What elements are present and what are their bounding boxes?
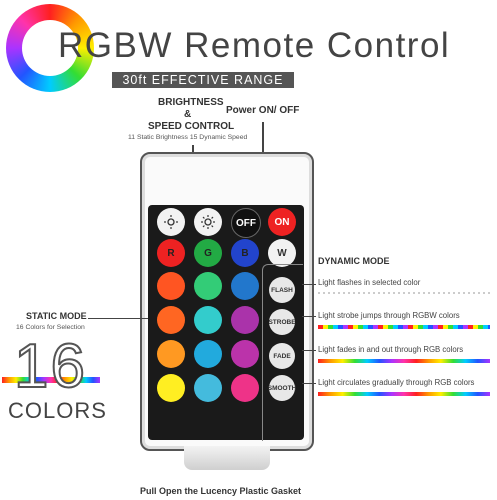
color-button[interactable] <box>231 306 259 334</box>
connector-fade <box>302 350 316 351</box>
static-connector <box>88 318 148 319</box>
color-button[interactable] <box>194 340 222 368</box>
color-button[interactable] <box>157 306 185 334</box>
dynamic-mode-bracket <box>262 264 303 441</box>
gasket-caption: Pull Open the Lucency Plastic Gasket <box>140 486 302 496</box>
static-mode-subtext: 16 Colors for Selection <box>16 324 85 331</box>
static-mode-heading: STATIC MODE <box>26 311 87 321</box>
remote-keypad: OFF ON R G B W FLASH STROBE FADE SMOOTH <box>148 205 304 440</box>
color-button[interactable] <box>194 374 222 402</box>
color-button[interactable] <box>194 272 222 300</box>
color-button[interactable] <box>157 374 185 402</box>
smooth-rainbow <box>318 392 490 396</box>
strobe-description: Light strobe jumps through RGBW colors <box>318 311 460 320</box>
flash-description: Light flashes in selected color <box>318 278 421 287</box>
sun-large-icon <box>201 215 215 229</box>
power-heading: Power ON/ OFF <box>226 105 300 116</box>
green-button[interactable]: G <box>194 239 222 267</box>
rainbow-ring-logo <box>6 4 94 92</box>
flash-dots <box>318 292 490 294</box>
red-button[interactable]: R <box>157 239 185 267</box>
connector-strobe <box>302 316 316 317</box>
strobe-rainbow <box>318 325 490 329</box>
fade-description: Light fades in and out through RGB color… <box>318 345 464 354</box>
plastic-gasket[interactable] <box>184 446 270 470</box>
brightness-up-button[interactable] <box>194 208 222 236</box>
color-button[interactable] <box>231 374 259 402</box>
off-button[interactable]: OFF <box>231 208 261 238</box>
connector-smooth <box>302 383 316 384</box>
ampersand: & <box>184 109 192 120</box>
flash-button[interactable]: FLASH <box>269 277 295 303</box>
color-button[interactable] <box>231 272 259 300</box>
connector-flash <box>302 284 316 285</box>
color-button[interactable] <box>157 340 185 368</box>
fade-rainbow <box>318 359 490 363</box>
brightness-subtext: 11 Static Brightness 15 Dynamic Speed <box>128 134 248 141</box>
brightness-heading: BRIGHTNESS <box>158 97 224 108</box>
smooth-description: Light circulates gradually through RGB c… <box>318 378 475 387</box>
color-button[interactable] <box>231 340 259 368</box>
color-button[interactable] <box>157 272 185 300</box>
blue-button[interactable]: B <box>231 239 259 267</box>
colors-word: COLORS <box>8 398 107 423</box>
sun-small-icon <box>164 215 178 229</box>
white-button[interactable]: W <box>268 239 296 267</box>
fade-button[interactable]: FADE <box>269 343 295 369</box>
speed-control-heading: SPEED CONTROL <box>148 121 235 132</box>
range-banner: 30ft EFFECTIVE RANGE <box>112 72 294 88</box>
static-rainbow <box>2 377 100 383</box>
color-button[interactable] <box>194 306 222 334</box>
page-title: RGBW Remote Control <box>58 26 451 65</box>
brightness-down-button[interactable] <box>157 208 185 236</box>
on-button[interactable]: ON <box>268 208 296 236</box>
sixteen-number: 16 <box>13 332 87 401</box>
smooth-button[interactable]: SMOOTH <box>268 375 296 401</box>
dynamic-mode-heading: DYNAMIC MODE <box>318 256 390 266</box>
strobe-button[interactable]: STROBE <box>268 309 296 335</box>
